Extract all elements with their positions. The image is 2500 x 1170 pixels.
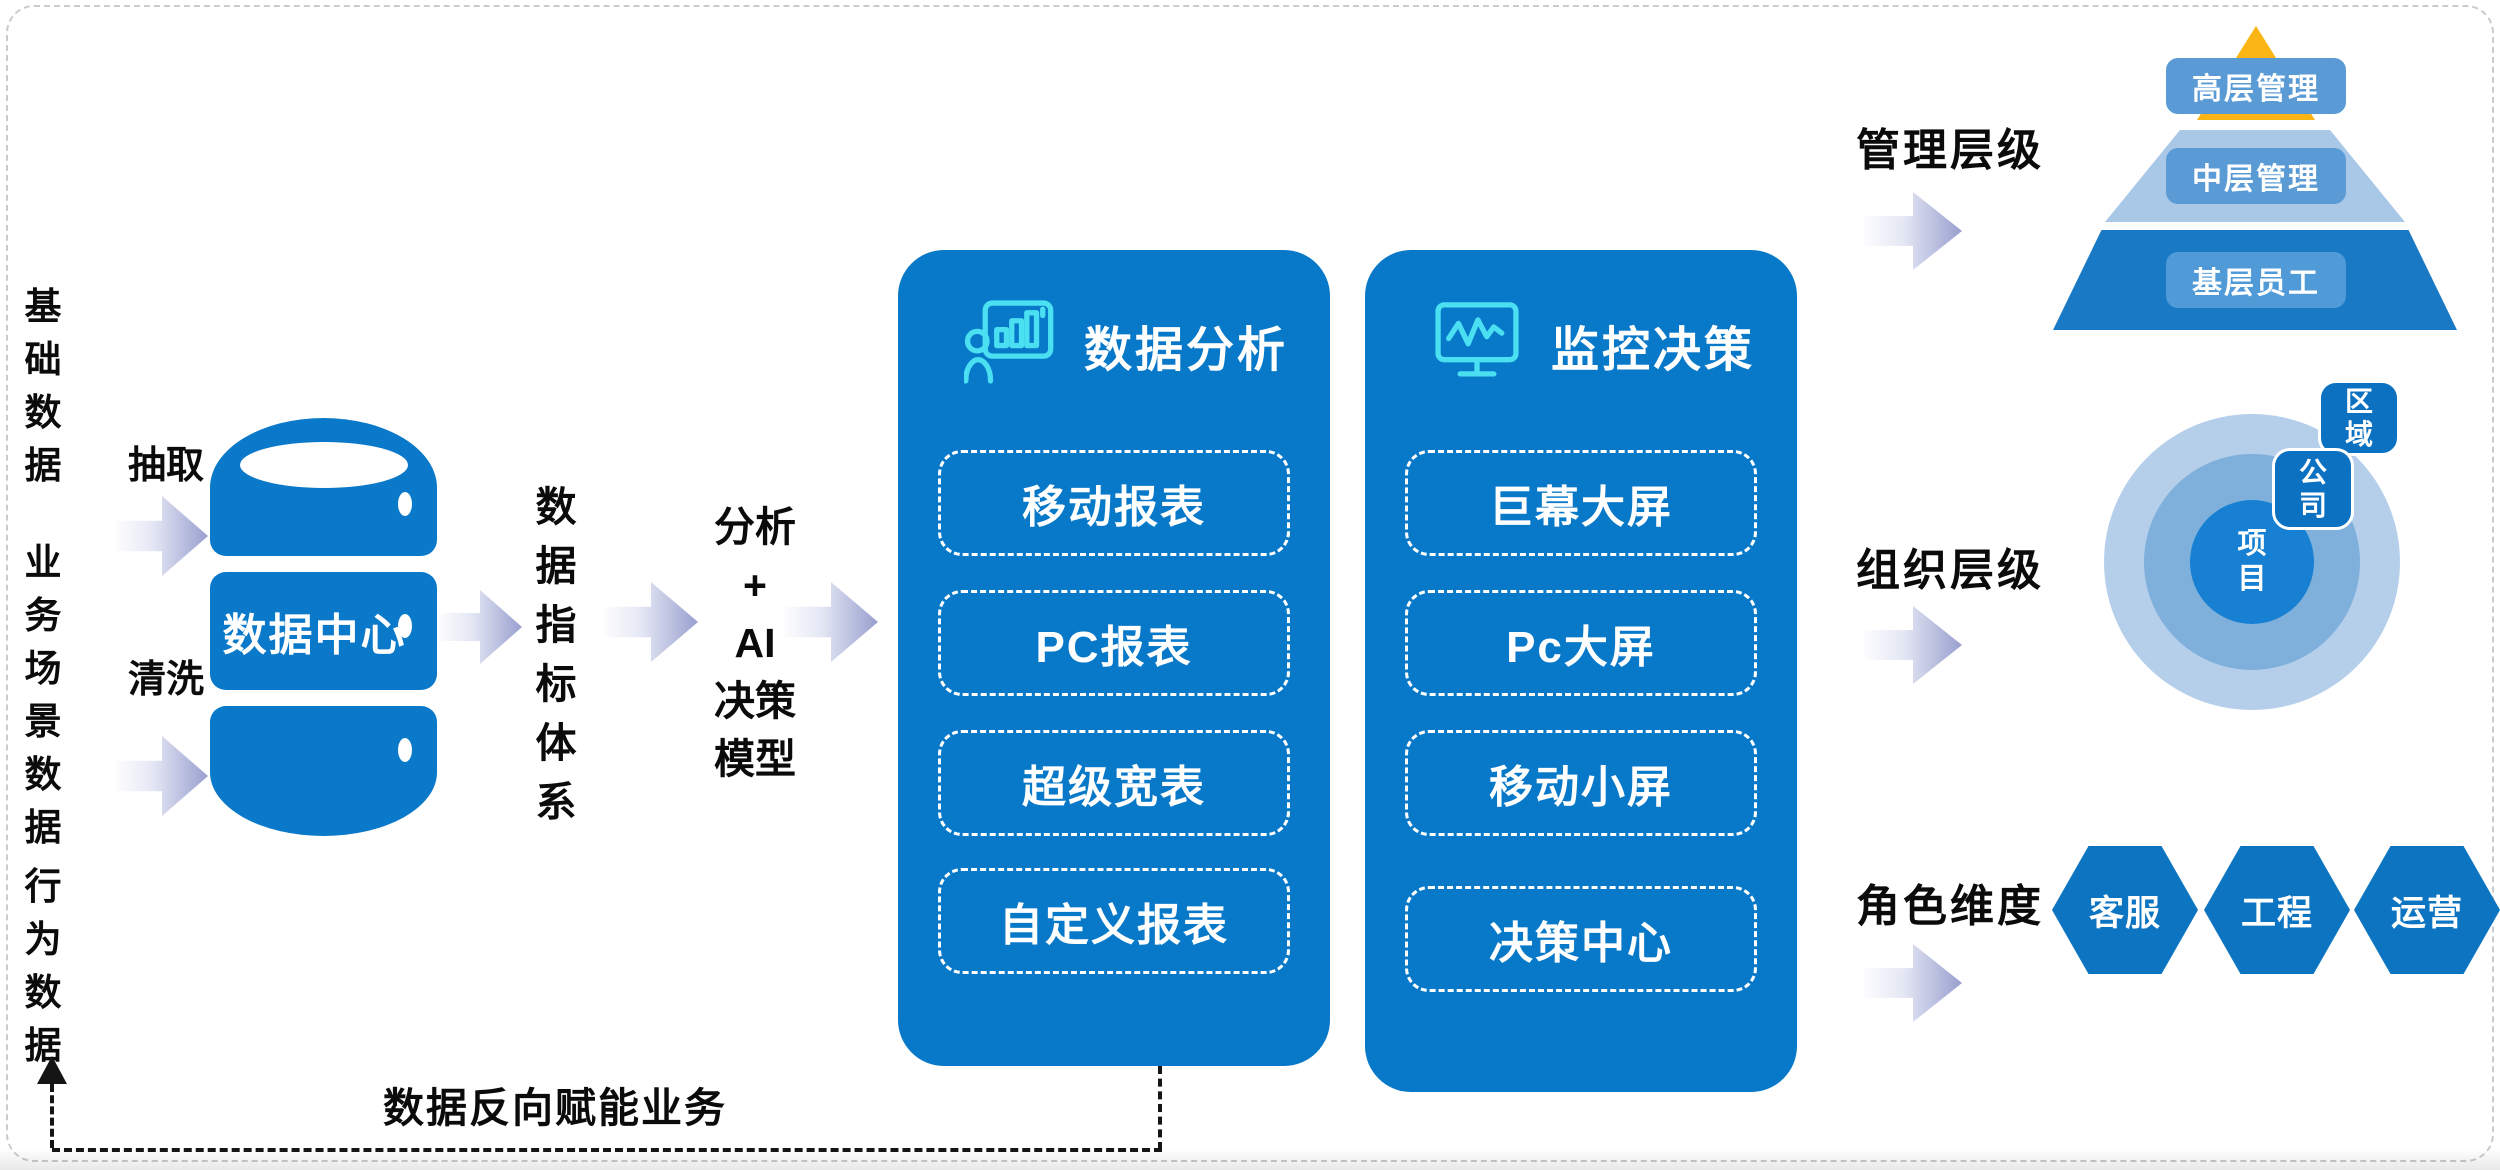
feedback-arrowhead-icon <box>37 1056 67 1084</box>
data-analysis-title: 数据分析 <box>1084 323 1289 377</box>
flow-arrow-icon <box>1864 192 1962 270</box>
flow-arrow-icon <box>116 736 208 816</box>
data-center-block: 数据中心 <box>210 572 437 690</box>
extract-label: 抽取 <box>128 445 205 487</box>
flow-arrow-icon <box>604 582 698 662</box>
source-label-behavior-data: 行为数据 <box>24 866 62 1066</box>
analysis-item-custom-report: 自定义报表 <box>938 868 1290 974</box>
analysis-item-super-wide-table: 超级宽表 <box>938 730 1290 836</box>
feedback-line-down <box>1158 1066 1162 1150</box>
pyramid-label-top-management: 高层管理 <box>2166 58 2346 114</box>
monitor-item-pc-screen: Pc大屏 <box>1405 590 1757 696</box>
clean-label: 清洗 <box>128 659 205 701</box>
flow-arrow-icon <box>1864 606 1962 684</box>
flow-arrow-icon <box>1864 944 1962 1022</box>
feedback-line-up <box>50 1084 54 1148</box>
monitor-decision-header: 监控决策 <box>1431 298 1771 391</box>
cylinder-dot <box>398 614 412 638</box>
ai-decision-model-label: 分析 + AI 决策 模型 <box>714 504 796 782</box>
cylinder-dot <box>398 738 412 762</box>
feedback-loop-label: 数据反向赋能业务 <box>383 1085 727 1131</box>
organization-level-label: 组织层级 <box>1856 546 2044 595</box>
data-analysis-panel: 数据分析 移动报表 PC报表 超级宽表 自定义报表 <box>898 250 1330 1066</box>
feedback-line-horizontal <box>52 1148 1162 1152</box>
data-center-label: 数据中心 <box>222 611 407 660</box>
monitor-item-giant-screen: 巨幕大屏 <box>1405 450 1757 556</box>
management-level-label: 管理层级 <box>1856 126 2044 175</box>
org-level-project-label: 项目 <box>2237 528 2267 595</box>
monitor-item-mobile-screen: 移动小屏 <box>1405 730 1757 836</box>
role-hexagon-operations: 运营 <box>2354 846 2500 974</box>
monitor-pulse-icon <box>1431 298 1523 391</box>
source-label-basic-data: 基础数据 <box>24 286 62 486</box>
monitor-decision-title: 监控决策 <box>1551 323 1756 377</box>
role-dimension-label: 角色维度 <box>1856 882 2044 931</box>
monitor-item-decision-center: 决策中心 <box>1405 886 1757 992</box>
source-label-business-scene-data: 业务场景数据 <box>24 542 62 848</box>
analysis-item-mobile-report: 移动报表 <box>938 450 1290 556</box>
org-level-company-label: 公司 <box>2298 457 2327 521</box>
monitor-decision-panel: 监控决策 巨幕大屏 Pc大屏 移动小屏 决策中心 <box>1365 250 1797 1092</box>
analysis-item-pc-report: PC报表 <box>938 590 1290 696</box>
database-cylinder-opening <box>240 442 408 488</box>
org-level-region-tag: 区域 <box>2318 380 2400 456</box>
pyramid-label-base-staff: 基层员工 <box>2166 252 2346 308</box>
role-hexagon-engineering: 工程 <box>2204 846 2350 974</box>
flow-arrow-icon <box>116 496 208 576</box>
bottom-edge-shadow <box>0 1148 2500 1170</box>
cylinder-dot <box>398 492 412 516</box>
pyramid-label-middle-management: 中层管理 <box>2166 148 2346 204</box>
flow-arrow-icon <box>438 590 522 664</box>
role-hexagon-customer-service: 客服 <box>2052 846 2198 974</box>
presentation-bar-chart-icon <box>963 298 1056 391</box>
database-cylinder-bottom <box>210 706 437 836</box>
indicator-system-label: 数据指标体系 <box>535 484 577 825</box>
org-level-company-tag: 公司 <box>2272 448 2354 530</box>
org-level-region-label: 区域 <box>2344 386 2373 450</box>
data-analysis-header: 数据分析 <box>963 298 1304 391</box>
